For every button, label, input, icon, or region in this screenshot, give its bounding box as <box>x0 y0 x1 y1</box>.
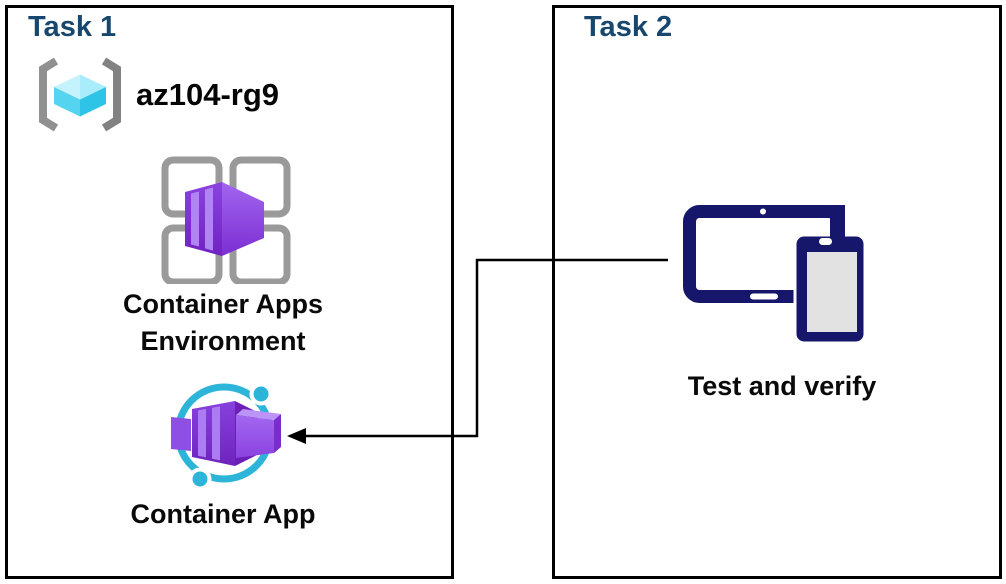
container-apps-environment-icon <box>161 156 291 284</box>
container-app-label: Container App <box>130 499 316 529</box>
container-apps-environment-label: Container Apps Environment <box>40 286 406 360</box>
devices-icon <box>683 205 867 345</box>
test-and-verify-label: Test and verify <box>687 371 877 401</box>
label-line-1: Container Apps <box>122 289 323 319</box>
task1-title: Task 1 <box>28 11 117 43</box>
label-line-2: Environment <box>140 326 306 356</box>
task2-title: Task 2 <box>584 11 673 43</box>
resource-group-icon <box>39 57 121 132</box>
container-app-icon <box>171 382 281 491</box>
resource-group-name: az104-rg9 <box>136 77 280 112</box>
